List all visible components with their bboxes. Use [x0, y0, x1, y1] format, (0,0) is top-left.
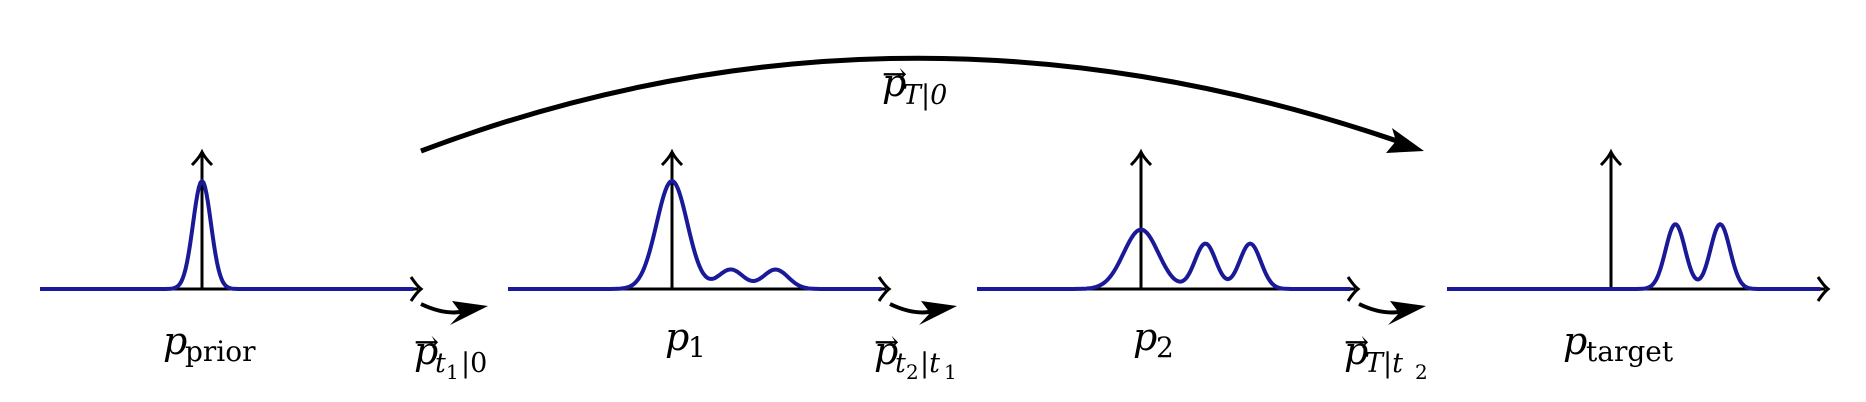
label-transition-1: → p t 1 |0 [414, 325, 487, 384]
label-transition-2-subscript: t [895, 348, 906, 379]
panel-1 [507, 148, 892, 302]
x-axis-arrow-icon [1816, 276, 1831, 302]
label-overall-symbol: p [882, 61, 906, 105]
label-transition-3-subsub: 2 [1415, 360, 1428, 384]
density-curve [39, 179, 414, 291]
label-transition-1-subscript: t [435, 348, 446, 379]
label-transition-3-symbol: p [1344, 329, 1368, 373]
label-transition-2: → p t 2 |t 1 [874, 325, 957, 384]
vector-arrow-icon: → [414, 325, 439, 360]
y-axis-arrow-icon [190, 148, 214, 167]
label-transition-1-symbol: p [414, 329, 438, 373]
label-p-target: p target [1563, 319, 1674, 368]
label-p-2: p 2 [1133, 315, 1174, 364]
label-p-1: p 1 [665, 315, 706, 364]
distribution-panels [39, 148, 1831, 302]
label-transition-1-subsub: 1 [446, 360, 459, 384]
y-axis-arrow-icon [1599, 148, 1623, 167]
label-p-1-symbol: p [665, 315, 689, 359]
label-transition-3: → p T|t 2 [1344, 325, 1428, 384]
label-p-2-symbol: p [1133, 315, 1157, 359]
label-p-prior-symbol: p [163, 319, 187, 363]
vector-arrow-icon: → [882, 57, 907, 92]
transition-arrow-1-head [450, 301, 488, 325]
transition-arrow-2-head [919, 301, 957, 325]
density-curve [507, 179, 882, 291]
label-p-prior: p prior [163, 319, 256, 368]
y-axis-arrow-icon [1129, 148, 1153, 167]
overall-transition-arrow-head [1386, 128, 1424, 153]
label-transition-2-subsub: 2 [906, 360, 919, 384]
vector-arrow-icon: → [1344, 325, 1369, 360]
vector-arrow-icon: → [874, 325, 899, 360]
density-curve [1446, 222, 1821, 291]
label-p-1-subscript: 1 [688, 331, 706, 364]
label-p-target-symbol: p [1563, 319, 1587, 363]
transition-arrow-3-head [1388, 301, 1426, 325]
label-overall-transition: → p T|0 [882, 57, 947, 111]
panel-2 [976, 148, 1361, 302]
label-transition-2-tail: |t [920, 348, 940, 379]
label-transition-2-symbol: p [874, 329, 898, 373]
x-axis-arrow-icon [877, 276, 892, 302]
label-overall-subscript: T|0 [903, 80, 947, 111]
label-transition-3-subscript: T|t [1365, 348, 1403, 379]
label-p-2-subscript: 2 [1156, 331, 1174, 364]
label-transition-1-tail: |0 [461, 348, 487, 379]
overall-transition-arrow [420, 55, 1401, 154]
x-axis-arrow-icon [409, 276, 424, 302]
y-axis-arrow-icon [660, 148, 684, 167]
label-p-prior-subscript: prior [185, 335, 256, 368]
panel-3 [1446, 148, 1831, 302]
x-axis-arrow-icon [1346, 276, 1361, 302]
panel-0 [39, 148, 424, 302]
label-p-target-subscript: target [1586, 335, 1674, 368]
label-transition-2-tail-sub: 1 [944, 360, 957, 384]
density-curve [976, 227, 1351, 291]
